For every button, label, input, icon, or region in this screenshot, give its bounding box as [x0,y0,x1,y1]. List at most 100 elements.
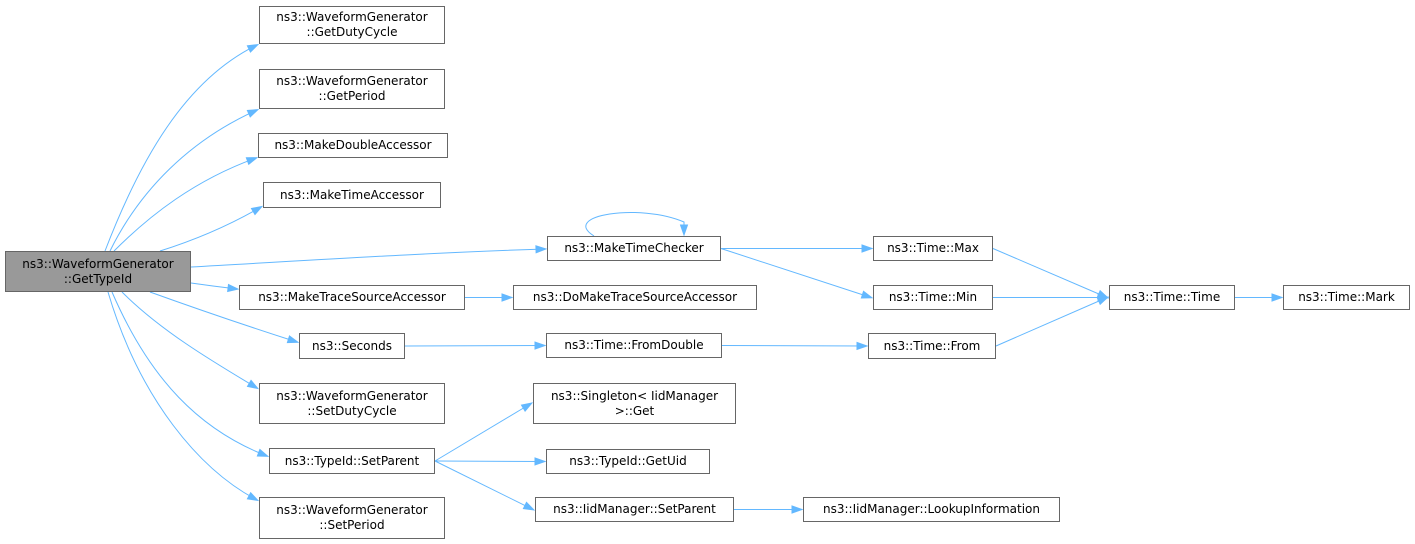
node-label-line: ns3::TypeId::SetParent [284,453,420,468]
node-label: ns3::Time::Max [887,241,979,256]
node-label-line: ns3::TypeId::GetUid [569,454,687,468]
node-label: ns3::TypeId::SetParent [285,454,420,469]
node-label-line: ns3::DoMakeTraceSourceAccessor [532,290,738,304]
node-seconds[interactable]: ns3::Seconds [299,333,405,359]
arrowhead-typeid-setparent-to-singleton-get [520,402,534,412]
node-label-line: ns3::WaveformGenerator [276,503,428,517]
node-maketimeaccessor[interactable]: ns3::MakeTimeAccessor [263,182,441,208]
node-label: ns3::TypeId::GetUid [569,454,687,469]
edge-root-to-getperiod [109,109,258,252]
node-maketracesourceaccessor[interactable]: ns3::MakeTraceSourceAccessor [239,285,465,310]
edge-maketimechecker-to-time-min [720,248,872,298]
edge-seconds-to-time-fromdouble [404,345,545,347]
node-time-time[interactable]: ns3::Time::Time [1109,285,1235,310]
node-label-line: ns3::WaveformGenerator [22,256,174,271]
node-label-line: ns3::MakeTraceSourceAccessor [258,290,446,304]
arrowhead-root-to-makedoubleaccessor [245,157,259,166]
node-label: ns3::WaveformGenerator::GetPeriod [276,74,427,104]
arrowhead-time-time-to-time-mark [1271,293,1284,302]
arrowhead-root-to-maketimeaccessor [250,205,264,216]
node-label: ns3::IidManager::LookupInformation [823,502,1040,517]
node-label: ns3::WaveformGenerator::GetTypeId [22,257,173,287]
arrowhead-root-to-maketracesourceaccessor [227,283,240,293]
arrowhead-root-to-maketimechecker [535,245,548,254]
arrowhead-root-to-getdutycycle [246,43,260,53]
edge-root-to-maketimeaccessor [159,206,262,252]
edge-root-to-typeid-setparent [111,291,268,457]
arrowhead-root-to-typeid-setparent [256,448,270,457]
arrowhead-seconds-to-time-fromdouble [534,341,547,350]
edge-root-to-getdutycycle [104,44,258,252]
node-getdutycycle[interactable]: ns3::WaveformGenerator::GetDutyCycle [259,6,445,44]
node-maketimechecker[interactable]: ns3::MakeTimeChecker [547,236,721,261]
node-label-line: ns3::Time::FromDouble [564,338,704,352]
edge-typeid-setparent-to-iidmanager-setparent [434,460,534,510]
arrowhead-time-from-to-time-time [1096,296,1110,306]
node-label: ns3::Time::From [884,339,981,354]
node-label-line: ns3::WaveformGenerator [276,388,428,403]
node-domaketracesourceaccessor[interactable]: ns3::DoMakeTraceSourceAccessor [513,285,757,310]
node-label: ns3::Singleton< IidManager>::Get [551,389,718,419]
node-label-line: ns3::Time::Min [888,290,978,304]
node-label-line: ns3::Time::Max [887,241,979,255]
node-label: ns3::Seconds [312,339,392,354]
node-typeid-getuid[interactable]: ns3::TypeId::GetUid [546,449,710,474]
node-label: ns3::WaveformGenerator::SetPeriod [276,503,427,533]
node-label: ns3::WaveformGenerator::GetDutyCycle [276,10,427,40]
node-label-line: ns3::Time::From [883,338,981,353]
node-time-fromdouble[interactable]: ns3::Time::FromDouble [546,333,722,358]
node-label-line: >::Get [614,403,655,418]
node-label: ns3::MakeTraceSourceAccessor [258,290,446,305]
edge-time-from-to-time-time [995,297,1108,347]
node-label: ns3::MakeTimeChecker [564,241,703,256]
arrowhead-typeid-setparent-to-iidmanager-setparent [522,501,536,511]
node-label-line: ns3::Time::Time [1123,290,1221,304]
node-label-line: ns3::MakeTimeAccessor [280,187,424,202]
edge-time-max-to-time-time [992,248,1108,298]
edge-root-to-maketimechecker [190,248,546,268]
node-getperiod[interactable]: ns3::WaveformGenerator::GetPeriod [259,69,445,109]
node-label-line: ns3::Seconds [312,338,392,353]
arrowhead-iidmanager-setparent-to-iidmanager-lookupinformation [791,505,804,514]
node-label-line: ::GetTypeId [63,271,133,286]
node-time-from[interactable]: ns3::Time::From [868,333,996,359]
node-time-max[interactable]: ns3::Time::Max [873,236,993,261]
node-setperiod[interactable]: ns3::WaveformGenerator::SetPeriod [259,497,445,539]
node-label: ns3::Time::FromDouble [564,338,703,353]
node-typeid-setparent[interactable]: ns3::TypeId::SetParent [269,448,435,474]
node-label-line: ns3::Singleton< IidManager [550,388,719,403]
node-label: ns3::DoMakeTraceSourceAccessor [533,290,737,305]
edge-typeid-setparent-to-singleton-get [434,403,532,462]
arrowhead-root-to-getperiod [246,108,260,118]
node-label-line: ns3::IidManager::LookupInformation [823,502,1040,516]
node-label: ns3::IidManager::SetParent [553,502,716,517]
node-label: ns3::MakeTimeAccessor [280,188,424,203]
node-time-min[interactable]: ns3::Time::Min [873,285,993,310]
arrowhead-root-to-seconds [286,335,300,344]
edge-root-to-makedoubleaccessor [113,157,257,252]
node-label: ns3::Time::Mark [1298,290,1395,305]
edge-root-to-seconds [149,291,298,343]
arrowhead-root-to-setperiod [246,491,260,502]
node-makedoubleaccessor[interactable]: ns3::MakeDoubleAccessor [258,133,448,158]
arrowhead-maketracesourceaccessor-to-domaketracesourceaccessor [501,293,514,302]
node-time-mark[interactable]: ns3::Time::Mark [1283,285,1410,310]
node-singleton-get[interactable]: ns3::Singleton< IidManager>::Get [533,383,736,424]
node-iidmanager-setparent[interactable]: ns3::IidManager::SetParent [535,497,734,522]
node-label-line: ns3::WaveformGenerator [276,10,428,24]
arrowhead-maketimechecker-to-time-min [860,290,874,299]
node-label-line: ns3::IidManager::SetParent [553,502,716,516]
arrowhead-root-to-setdutycycle [246,379,260,390]
node-label: ns3::Time::Time [1124,290,1220,305]
edge-root-to-setperiod [107,291,258,501]
node-label-line: ns3::MakeTimeChecker [564,241,704,255]
node-label: ns3::WaveformGenerator::SetDutyCycle [276,389,427,419]
arrowhead-maketimechecker-to-maketimechecker [679,224,689,237]
node-label: ns3::MakeDoubleAccessor [274,138,431,153]
node-setdutycycle[interactable]: ns3::WaveformGenerator::SetDutyCycle [259,383,445,424]
node-iidmanager-lookupinformation[interactable]: ns3::IidManager::LookupInformation [803,497,1060,522]
edge-maketimechecker-to-maketimechecker [585,212,685,237]
node-label-line: ns3::Time::Mark [1298,290,1395,304]
node-label-line: ::GetPeriod [318,89,386,103]
